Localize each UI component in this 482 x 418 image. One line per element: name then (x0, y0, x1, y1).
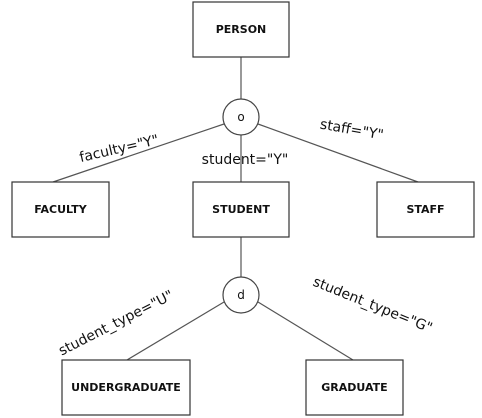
overlap-circle (222, 98, 260, 136)
entity-undergraduate: UNDERGRADUATE (61, 359, 191, 416)
entity-staff: STAFF (376, 181, 475, 238)
edge-disjoint-to-undergraduate (126, 301, 225, 361)
entity-graduate-label: GRADUATE (321, 381, 387, 394)
condition-graduate-label: student_type="G" (311, 274, 435, 337)
entity-staff-label: STAFF (406, 203, 444, 216)
entity-student: STUDENT (192, 181, 290, 238)
entity-graduate: GRADUATE (305, 359, 404, 416)
entity-person: PERSON (192, 1, 290, 58)
overlap-specialization: o (222, 98, 260, 136)
condition-staff-label: staff="Y" (319, 117, 385, 144)
disjoint-symbol: d (237, 288, 245, 302)
edge-overlap-to-faculty (52, 123, 225, 183)
entity-undergraduate-box (61, 359, 191, 416)
entity-person-label: PERSON (216, 23, 267, 36)
entity-undergraduate-label: UNDERGRADUATE (71, 381, 181, 394)
entity-staff-box (376, 181, 475, 238)
edge-disjoint-to-graduate (257, 301, 354, 361)
condition-undergraduate-label: student_type="U" (56, 288, 176, 360)
disjoint-circle (222, 276, 260, 314)
entity-student-label: STUDENT (212, 203, 270, 216)
entity-faculty: FACULTY (11, 181, 110, 238)
condition-student-label: student="Y" (202, 152, 289, 168)
overlap-symbol: o (237, 110, 244, 124)
entity-person-box (192, 1, 290, 58)
condition-faculty-label: faculty="Y" (78, 132, 160, 166)
entity-faculty-box (11, 181, 110, 238)
entity-faculty-label: FACULTY (34, 203, 87, 216)
edge-overlap-to-staff (257, 123, 419, 183)
entity-student-box (192, 181, 290, 238)
disjoint-specialization: d (222, 276, 260, 314)
entity-graduate-box (305, 359, 404, 416)
